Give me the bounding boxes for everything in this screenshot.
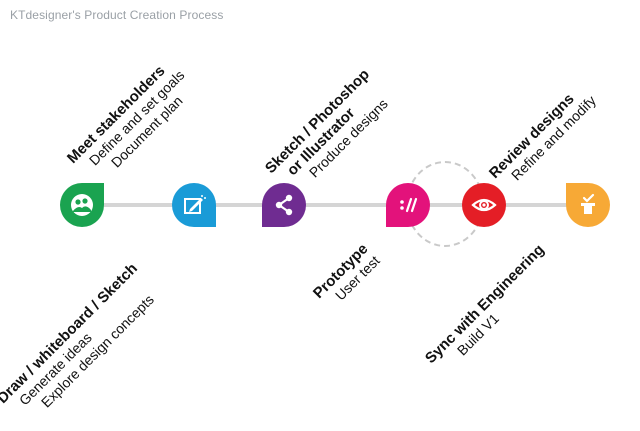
step-1-label: Meet stakeholders Define and set goals D… <box>64 55 200 191</box>
share-node-icon <box>275 194 293 216</box>
process-timeline-line <box>82 203 588 207</box>
eye-review-icon <box>471 198 497 212</box>
step-2-node <box>172 183 216 227</box>
step-detail: Generate ideas <box>15 329 95 409</box>
step-detail: Define and set goals <box>85 66 188 169</box>
step-3-node <box>262 183 306 227</box>
axure-prototype-icon <box>400 197 418 213</box>
whiteboard-pen-icon <box>184 195 206 214</box>
step-detail: Build V1 <box>453 310 502 359</box>
step-2-label: Draw / whiteboard / Sketch Generate idea… <box>0 260 165 431</box>
step-5-node <box>462 183 506 227</box>
page-title: KTdesigner's Product Creation Process <box>10 8 224 22</box>
step-6-node <box>566 183 610 227</box>
step-4-node <box>386 183 430 227</box>
step-1-node <box>60 183 104 227</box>
build-check-icon <box>581 193 595 214</box>
step-heading-continued: or Illustrator <box>283 104 359 180</box>
step-3-label: Sketch / Photoshop or Illustrator Produc… <box>262 66 397 201</box>
step-5-label: Review designs Refine and modify <box>486 80 600 194</box>
people-meeting-icon <box>71 194 93 216</box>
step-heading: Sync with Engineering <box>421 241 548 367</box>
step-6-label: Sync with Engineering Build V1 <box>422 241 560 379</box>
step-4-label: Prototype User test <box>310 240 384 314</box>
